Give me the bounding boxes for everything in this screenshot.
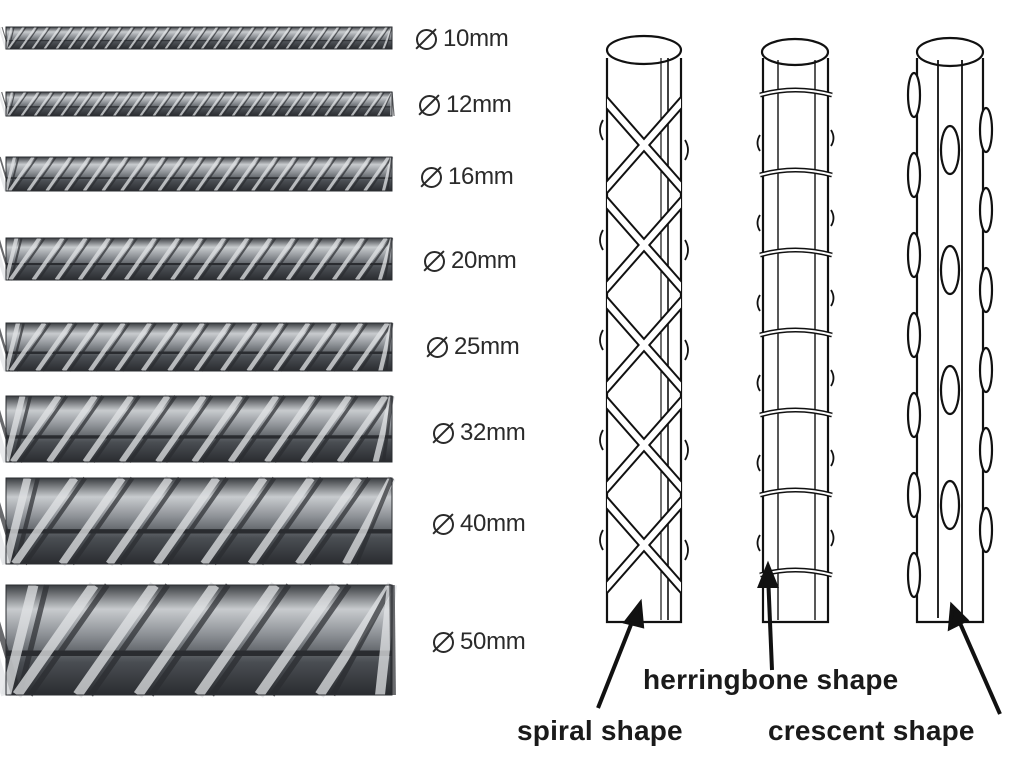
rebar-bar-50mm: [0, 582, 397, 698]
herringbone-rebar-drawing: [756, 37, 835, 624]
size-value: 25mm: [454, 333, 520, 360]
rebar-bars: [0, 26, 397, 698]
diameter-icon: [432, 422, 454, 444]
crescent-rebar-drawing: [906, 36, 994, 624]
spiral-rebar-drawing: [599, 34, 689, 624]
diameter-icon: [423, 250, 445, 272]
size-label-25: 25mm: [426, 333, 520, 361]
size-label-12: 12mm: [418, 91, 512, 119]
size-label-10: 10mm: [415, 25, 509, 53]
size-value: 32mm: [460, 419, 526, 446]
size-value: 50mm: [460, 628, 526, 655]
rebar-bar-10mm: [0, 26, 393, 50]
diameter-icon: [420, 166, 442, 188]
label-spiral-shape: spiral shape: [517, 715, 683, 746]
rebar-bar-12mm: [0, 91, 395, 117]
crescent-arrow: [947, 601, 1002, 715]
size-value: 16mm: [448, 163, 514, 190]
diameter-icon: [432, 631, 454, 653]
size-label-20: 20mm: [423, 247, 517, 275]
size-label-40: 40mm: [432, 510, 526, 538]
size-label-16: 16mm: [420, 163, 514, 191]
size-value: 12mm: [446, 91, 512, 118]
rebar-bar-25mm: [0, 321, 395, 373]
diameter-icon: [432, 513, 454, 535]
size-label-50: 50mm: [432, 628, 526, 656]
diameter-icon: [426, 336, 448, 358]
label-crescent-shape: crescent shape: [768, 715, 975, 746]
diameter-icon: [418, 94, 440, 116]
rebar-bar-16mm: [0, 156, 394, 192]
size-value: 40mm: [460, 510, 526, 537]
herringbone-arrow: [757, 560, 779, 671]
label-herringbone-shape: herringbone shape: [643, 664, 899, 695]
size-value: 10mm: [443, 25, 509, 52]
spiral-arrow: [596, 598, 645, 709]
rebar-bar-40mm: [0, 475, 396, 567]
size-value: 20mm: [451, 247, 517, 274]
size-label-32: 32mm: [432, 419, 526, 447]
rebar-bar-20mm: [0, 236, 394, 282]
diameter-icon: [415, 28, 437, 50]
rebar-bar-32mm: [0, 394, 395, 464]
